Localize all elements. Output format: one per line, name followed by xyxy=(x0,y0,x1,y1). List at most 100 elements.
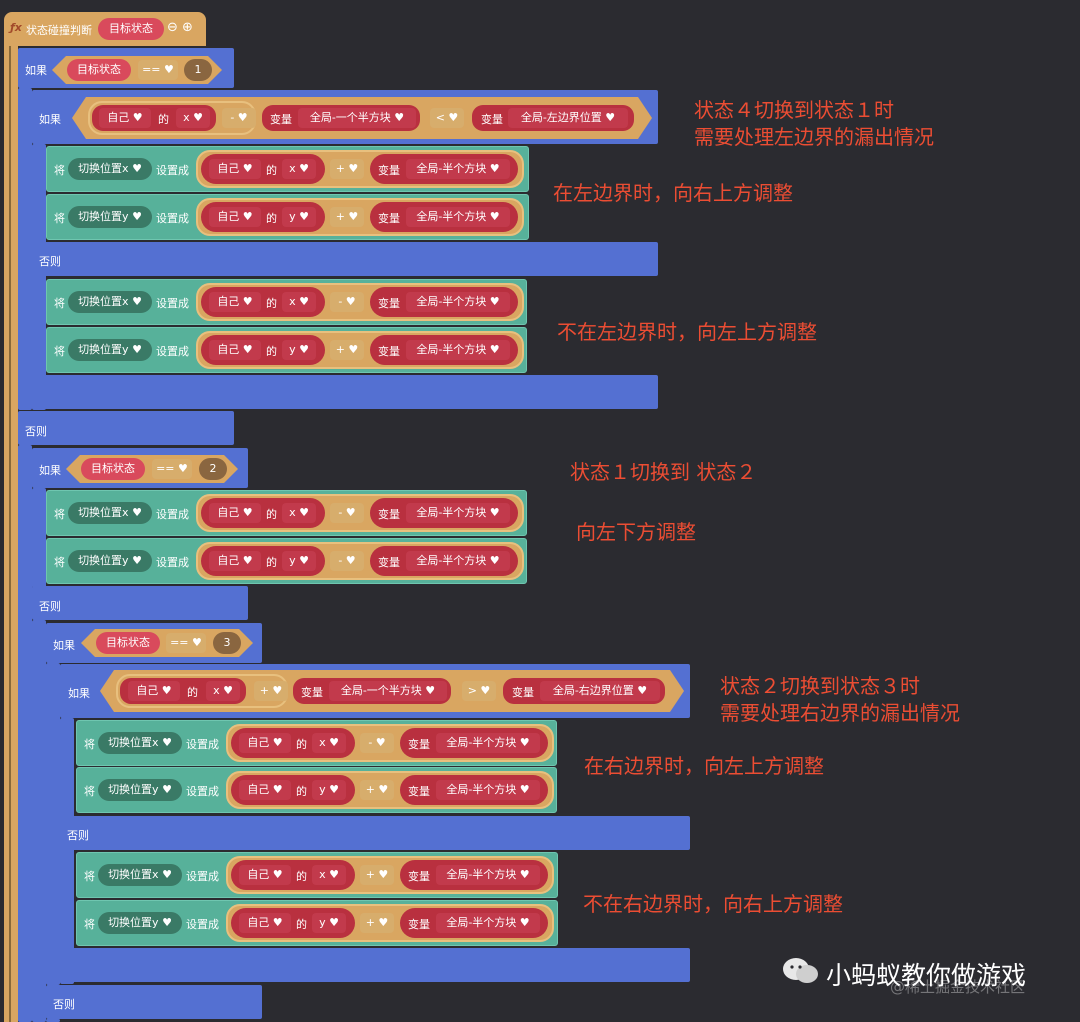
self-dropdown[interactable]: 自己 ♥ xyxy=(239,913,291,933)
half-block-dropdown[interactable]: 全局-半个方块 ♥ xyxy=(436,733,540,753)
number-1[interactable]: 1 xyxy=(184,59,212,81)
minus-operator[interactable]: - ♥ xyxy=(222,108,256,128)
self-dropdown[interactable]: 自己 ♥ xyxy=(209,503,261,523)
self-dropdown[interactable]: 自己 ♥ xyxy=(99,108,151,128)
set-target-x[interactable]: 切换位置x ♥ xyxy=(98,732,182,754)
one-half-block-dropdown[interactable]: 全局-一个半方块 ♥ xyxy=(329,681,447,701)
x-dropdown[interactable]: x ♥ xyxy=(312,865,346,885)
self-dropdown[interactable]: 自己 ♥ xyxy=(209,159,261,179)
x-dropdown[interactable]: x ♥ xyxy=(282,292,316,312)
self-dropdown[interactable]: 自己 ♥ xyxy=(239,865,291,885)
var-label: 变量 xyxy=(378,556,400,569)
set-target-y[interactable]: 切换位置y ♥ xyxy=(98,779,182,801)
y-dropdown[interactable]: y ♥ xyxy=(312,780,346,800)
function-name: 状态碰撞判断 xyxy=(26,24,92,37)
set-target-x[interactable]: 切换位置x ♥ xyxy=(98,864,182,886)
else-block-left-edge[interactable] xyxy=(32,242,658,276)
else-block-state1[interactable] xyxy=(18,411,234,445)
minus-operator[interactable]: - ♥ xyxy=(360,733,394,753)
else-block-right-edge[interactable] xyxy=(60,816,690,850)
number-3[interactable]: 3 xyxy=(213,632,241,654)
set-label: 将 xyxy=(54,508,65,521)
plus-operator[interactable]: + ♥ xyxy=(360,913,394,933)
set-to-label: 设置成 xyxy=(186,785,219,798)
half-block-dropdown[interactable]: 全局-半个方块 ♥ xyxy=(436,913,540,933)
of-label: 的 xyxy=(158,113,169,126)
set-target-y[interactable]: 切换位置y ♥ xyxy=(68,339,152,361)
y-dropdown[interactable]: y ♥ xyxy=(282,340,316,360)
set-target-y[interactable]: 切换位置y ♥ xyxy=(68,550,152,572)
var-label: 变量 xyxy=(481,113,503,126)
if-label: 如果 xyxy=(68,687,90,700)
half-block-dropdown[interactable]: 全局-半个方块 ♥ xyxy=(436,780,540,800)
half-block-dropdown[interactable]: 全局-半个方块 ♥ xyxy=(406,503,510,523)
param-target-state[interactable]: 目标状态 xyxy=(98,18,164,40)
of-label: 的 xyxy=(266,297,277,310)
of-label: 的 xyxy=(266,164,277,177)
set-label: 将 xyxy=(54,556,65,569)
self-dropdown[interactable]: 自己 ♥ xyxy=(128,681,180,701)
eq-operator[interactable]: == ♥ xyxy=(166,633,206,653)
eq-operator[interactable]: == ♥ xyxy=(138,60,178,80)
set-target-x[interactable]: 切换位置x ♥ xyxy=(68,158,152,180)
set-label: 将 xyxy=(84,870,95,883)
minus-operator[interactable]: - ♥ xyxy=(330,503,364,523)
x-dropdown[interactable]: x ♥ xyxy=(312,733,346,753)
self-dropdown[interactable]: 自己 ♥ xyxy=(209,207,261,227)
half-block-dropdown[interactable]: 全局-半个方块 ♥ xyxy=(436,865,540,885)
y-dropdown[interactable]: y ♥ xyxy=(282,551,316,571)
right-edge-dropdown[interactable]: 全局-右边界位置 ♥ xyxy=(540,681,660,701)
number-2[interactable]: 2 xyxy=(199,458,227,480)
annotation-down-left: 向左下方调整 xyxy=(576,520,696,544)
set-target-y[interactable]: 切换位置y ♥ xyxy=(98,912,182,934)
of-label: 的 xyxy=(266,212,277,225)
if-left-edge-footer xyxy=(32,375,658,409)
plus-operator[interactable]: + ♥ xyxy=(330,159,364,179)
else-label: 否则 xyxy=(67,829,89,842)
y-dropdown[interactable]: y ♥ xyxy=(312,913,346,933)
set-target-x[interactable]: 切换位置x ♥ xyxy=(68,502,152,524)
y-dropdown[interactable]: y ♥ xyxy=(282,207,316,227)
if-label: 如果 xyxy=(39,113,61,126)
self-dropdown[interactable]: 自己 ♥ xyxy=(209,292,261,312)
else-block-state2[interactable] xyxy=(32,586,248,620)
x-dropdown[interactable]: x ♥ xyxy=(176,108,210,128)
else-block-state3[interactable] xyxy=(46,985,262,1019)
left-edge-dropdown[interactable]: 全局-左边界位置 ♥ xyxy=(508,108,628,128)
self-dropdown[interactable]: 自己 ♥ xyxy=(239,780,291,800)
annotation-line: 需要处理右边界的漏出情况 xyxy=(720,701,960,725)
half-block-dropdown[interactable]: 全局-半个方块 ♥ xyxy=(406,207,510,227)
set-to-label: 设置成 xyxy=(156,345,189,358)
half-block-dropdown[interactable]: 全局-半个方块 ♥ xyxy=(406,292,510,312)
minus-operator[interactable]: - ♥ xyxy=(330,292,364,312)
half-block-dropdown[interactable]: 全局-半个方块 ♥ xyxy=(406,159,510,179)
lt-operator[interactable]: < ♥ xyxy=(430,108,464,128)
set-target-x[interactable]: 切换位置x ♥ xyxy=(68,291,152,313)
target-state-ref[interactable]: 目标状态 xyxy=(81,458,145,480)
self-dropdown[interactable]: 自己 ♥ xyxy=(209,340,261,360)
half-block-dropdown[interactable]: 全局-半个方块 ♥ xyxy=(406,340,510,360)
target-state-ref[interactable]: 目标状态 xyxy=(67,59,131,81)
plus-operator[interactable]: + ♥ xyxy=(330,207,364,227)
remove-param-icon[interactable]: ⊖ xyxy=(167,20,178,35)
eq-operator[interactable]: == ♥ xyxy=(152,459,192,479)
function-header[interactable]: ƒx 状态碰撞判断 目标状态 ⊖ ⊕ xyxy=(4,12,206,46)
plus-operator[interactable]: + ♥ xyxy=(360,780,394,800)
plus-operator[interactable]: + ♥ xyxy=(254,681,288,701)
plus-operator[interactable]: + ♥ xyxy=(360,865,394,885)
set-target-y[interactable]: 切换位置y ♥ xyxy=(68,206,152,228)
annotation-line: 需要处理左边界的漏出情况 xyxy=(694,125,934,149)
self-dropdown[interactable]: 自己 ♥ xyxy=(239,733,291,753)
x-dropdown[interactable]: x ♥ xyxy=(206,681,240,701)
gt-operator[interactable]: > ♥ xyxy=(462,681,496,701)
one-half-block-dropdown[interactable]: 全局-一个半方块 ♥ xyxy=(298,108,416,128)
x-dropdown[interactable]: x ♥ xyxy=(282,503,316,523)
add-param-icon[interactable]: ⊕ xyxy=(182,20,193,35)
var-label: 变量 xyxy=(270,113,292,126)
target-state-ref[interactable]: 目标状态 xyxy=(96,632,160,654)
self-dropdown[interactable]: 自己 ♥ xyxy=(209,551,261,571)
minus-operator[interactable]: - ♥ xyxy=(330,551,364,571)
x-dropdown[interactable]: x ♥ xyxy=(282,159,316,179)
half-block-dropdown[interactable]: 全局-半个方块 ♥ xyxy=(406,551,510,571)
plus-operator[interactable]: + ♥ xyxy=(330,340,364,360)
